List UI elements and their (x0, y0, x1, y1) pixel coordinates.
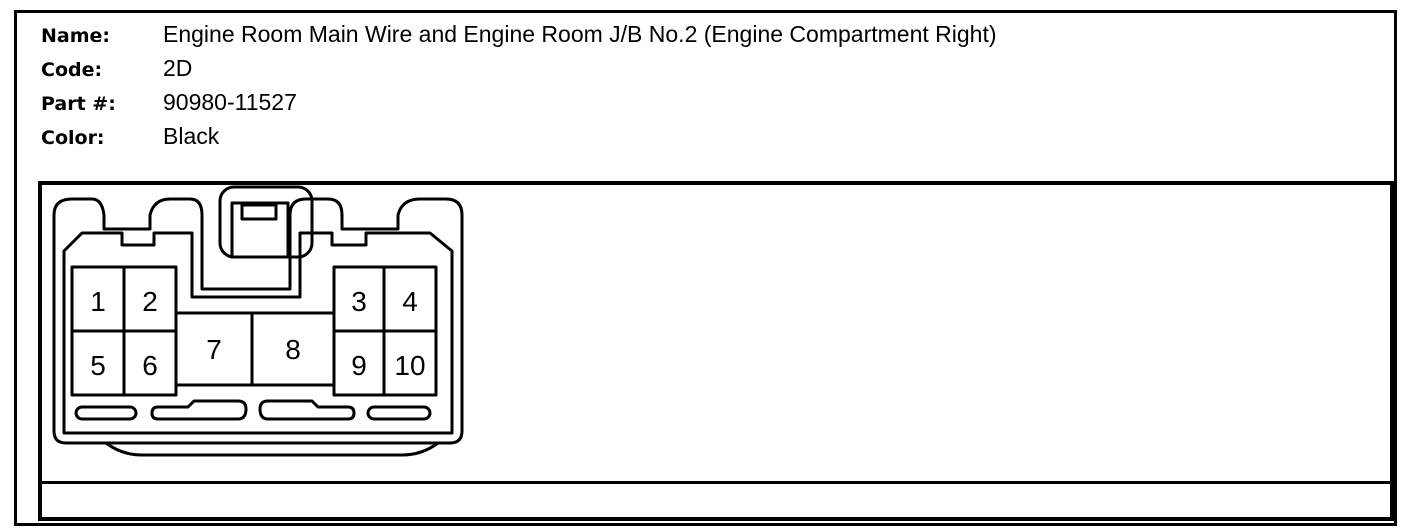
connector-diagram-box: 1 2 3 4 5 6 7 8 9 10 (38, 181, 1394, 521)
bottom-slot-4 (366, 405, 432, 421)
bottom-slot-3 (258, 399, 356, 421)
color-label: Color: (41, 127, 105, 149)
connector-info-frame: Name: Engine Room Main Wire and Engine R… (14, 10, 1397, 526)
pin-number-3: 3 (351, 286, 367, 317)
part-number-label: Part #: (41, 93, 116, 115)
pin-number-6: 6 (142, 350, 158, 381)
pin-number-8: 8 (285, 334, 301, 365)
name-value: Engine Room Main Wire and Engine Room J/… (163, 21, 997, 47)
housing-outline (52, 197, 464, 457)
pin-number-5: 5 (90, 350, 106, 381)
connector-info: Name: Engine Room Main Wire and Engine R… (41, 21, 997, 157)
pin-number-1: 1 (90, 286, 106, 317)
pin-cell-10 (382, 329, 438, 397)
part-number-value: 90980-11527 (163, 89, 297, 115)
connector-face-drawing: 1 2 3 4 5 6 7 8 9 10 (52, 185, 464, 457)
lock-tab-inner (230, 201, 290, 259)
pin-number-10: 10 (394, 350, 425, 381)
bottom-slot-2 (150, 399, 248, 421)
name-label: Name: (41, 25, 111, 47)
bottom-slot-1 (74, 405, 138, 421)
code-value: 2D (163, 55, 193, 81)
lock-tab-outer (218, 185, 314, 259)
bottom-divider (42, 481, 1390, 484)
lock-tab-slot (240, 203, 278, 221)
pin-number-7: 7 (206, 334, 222, 365)
pin-number-9: 9 (351, 350, 367, 381)
code-label: Code: (41, 59, 103, 81)
housing-inner (62, 231, 454, 435)
pin-number-4: 4 (402, 286, 418, 317)
pin-number-2: 2 (142, 286, 158, 317)
color-value: Black (163, 123, 220, 149)
color-row: Color: Black (41, 123, 997, 157)
part-number-row: Part #: 90980-11527 (41, 89, 997, 123)
name-row: Name: Engine Room Main Wire and Engine R… (41, 21, 997, 55)
code-row: Code: 2D (41, 55, 997, 89)
